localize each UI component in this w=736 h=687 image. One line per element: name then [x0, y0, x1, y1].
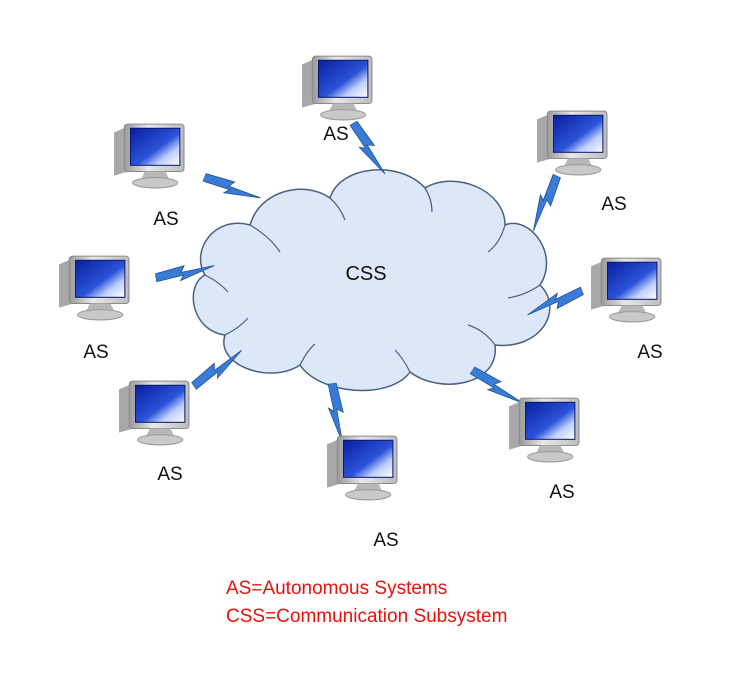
as-label: AS — [549, 482, 574, 503]
legend-css: CSS=Communication Subsystem — [226, 606, 508, 627]
computer-icon — [326, 435, 398, 501]
css-cloud: CSS — [192, 169, 551, 392]
as-node-7: AS — [326, 435, 399, 551]
as-label: AS — [157, 464, 182, 485]
computer-icon — [536, 110, 608, 176]
computer-icon — [590, 257, 662, 323]
as-node-5: AS — [590, 257, 663, 363]
link-bolt-1 — [201, 170, 263, 207]
css-label: CSS — [345, 263, 386, 285]
computer-icon — [113, 123, 185, 189]
as-label: AS — [601, 194, 626, 215]
as-label: AS — [323, 124, 348, 145]
as-node-8: AS — [508, 397, 580, 503]
legend-as: AS=Autonomous Systems — [226, 578, 448, 599]
computer-icon — [301, 55, 373, 121]
as-node-3: AS — [536, 110, 627, 215]
as-label: AS — [153, 209, 178, 230]
as-node-6: AS — [118, 380, 190, 485]
as-node-1: AS — [301, 55, 373, 145]
as-label: AS — [373, 530, 398, 551]
as-label: AS — [83, 342, 108, 363]
computer-icon — [508, 397, 580, 463]
as-node-2: AS — [113, 123, 185, 230]
computer-icon — [58, 255, 130, 321]
link-bolt-7 — [324, 382, 348, 445]
link-bolt-6 — [189, 345, 248, 393]
computer-icon — [118, 380, 190, 446]
as-node-4: AS — [58, 255, 130, 363]
link-bolt-3 — [524, 172, 564, 234]
as-label: AS — [637, 342, 662, 363]
